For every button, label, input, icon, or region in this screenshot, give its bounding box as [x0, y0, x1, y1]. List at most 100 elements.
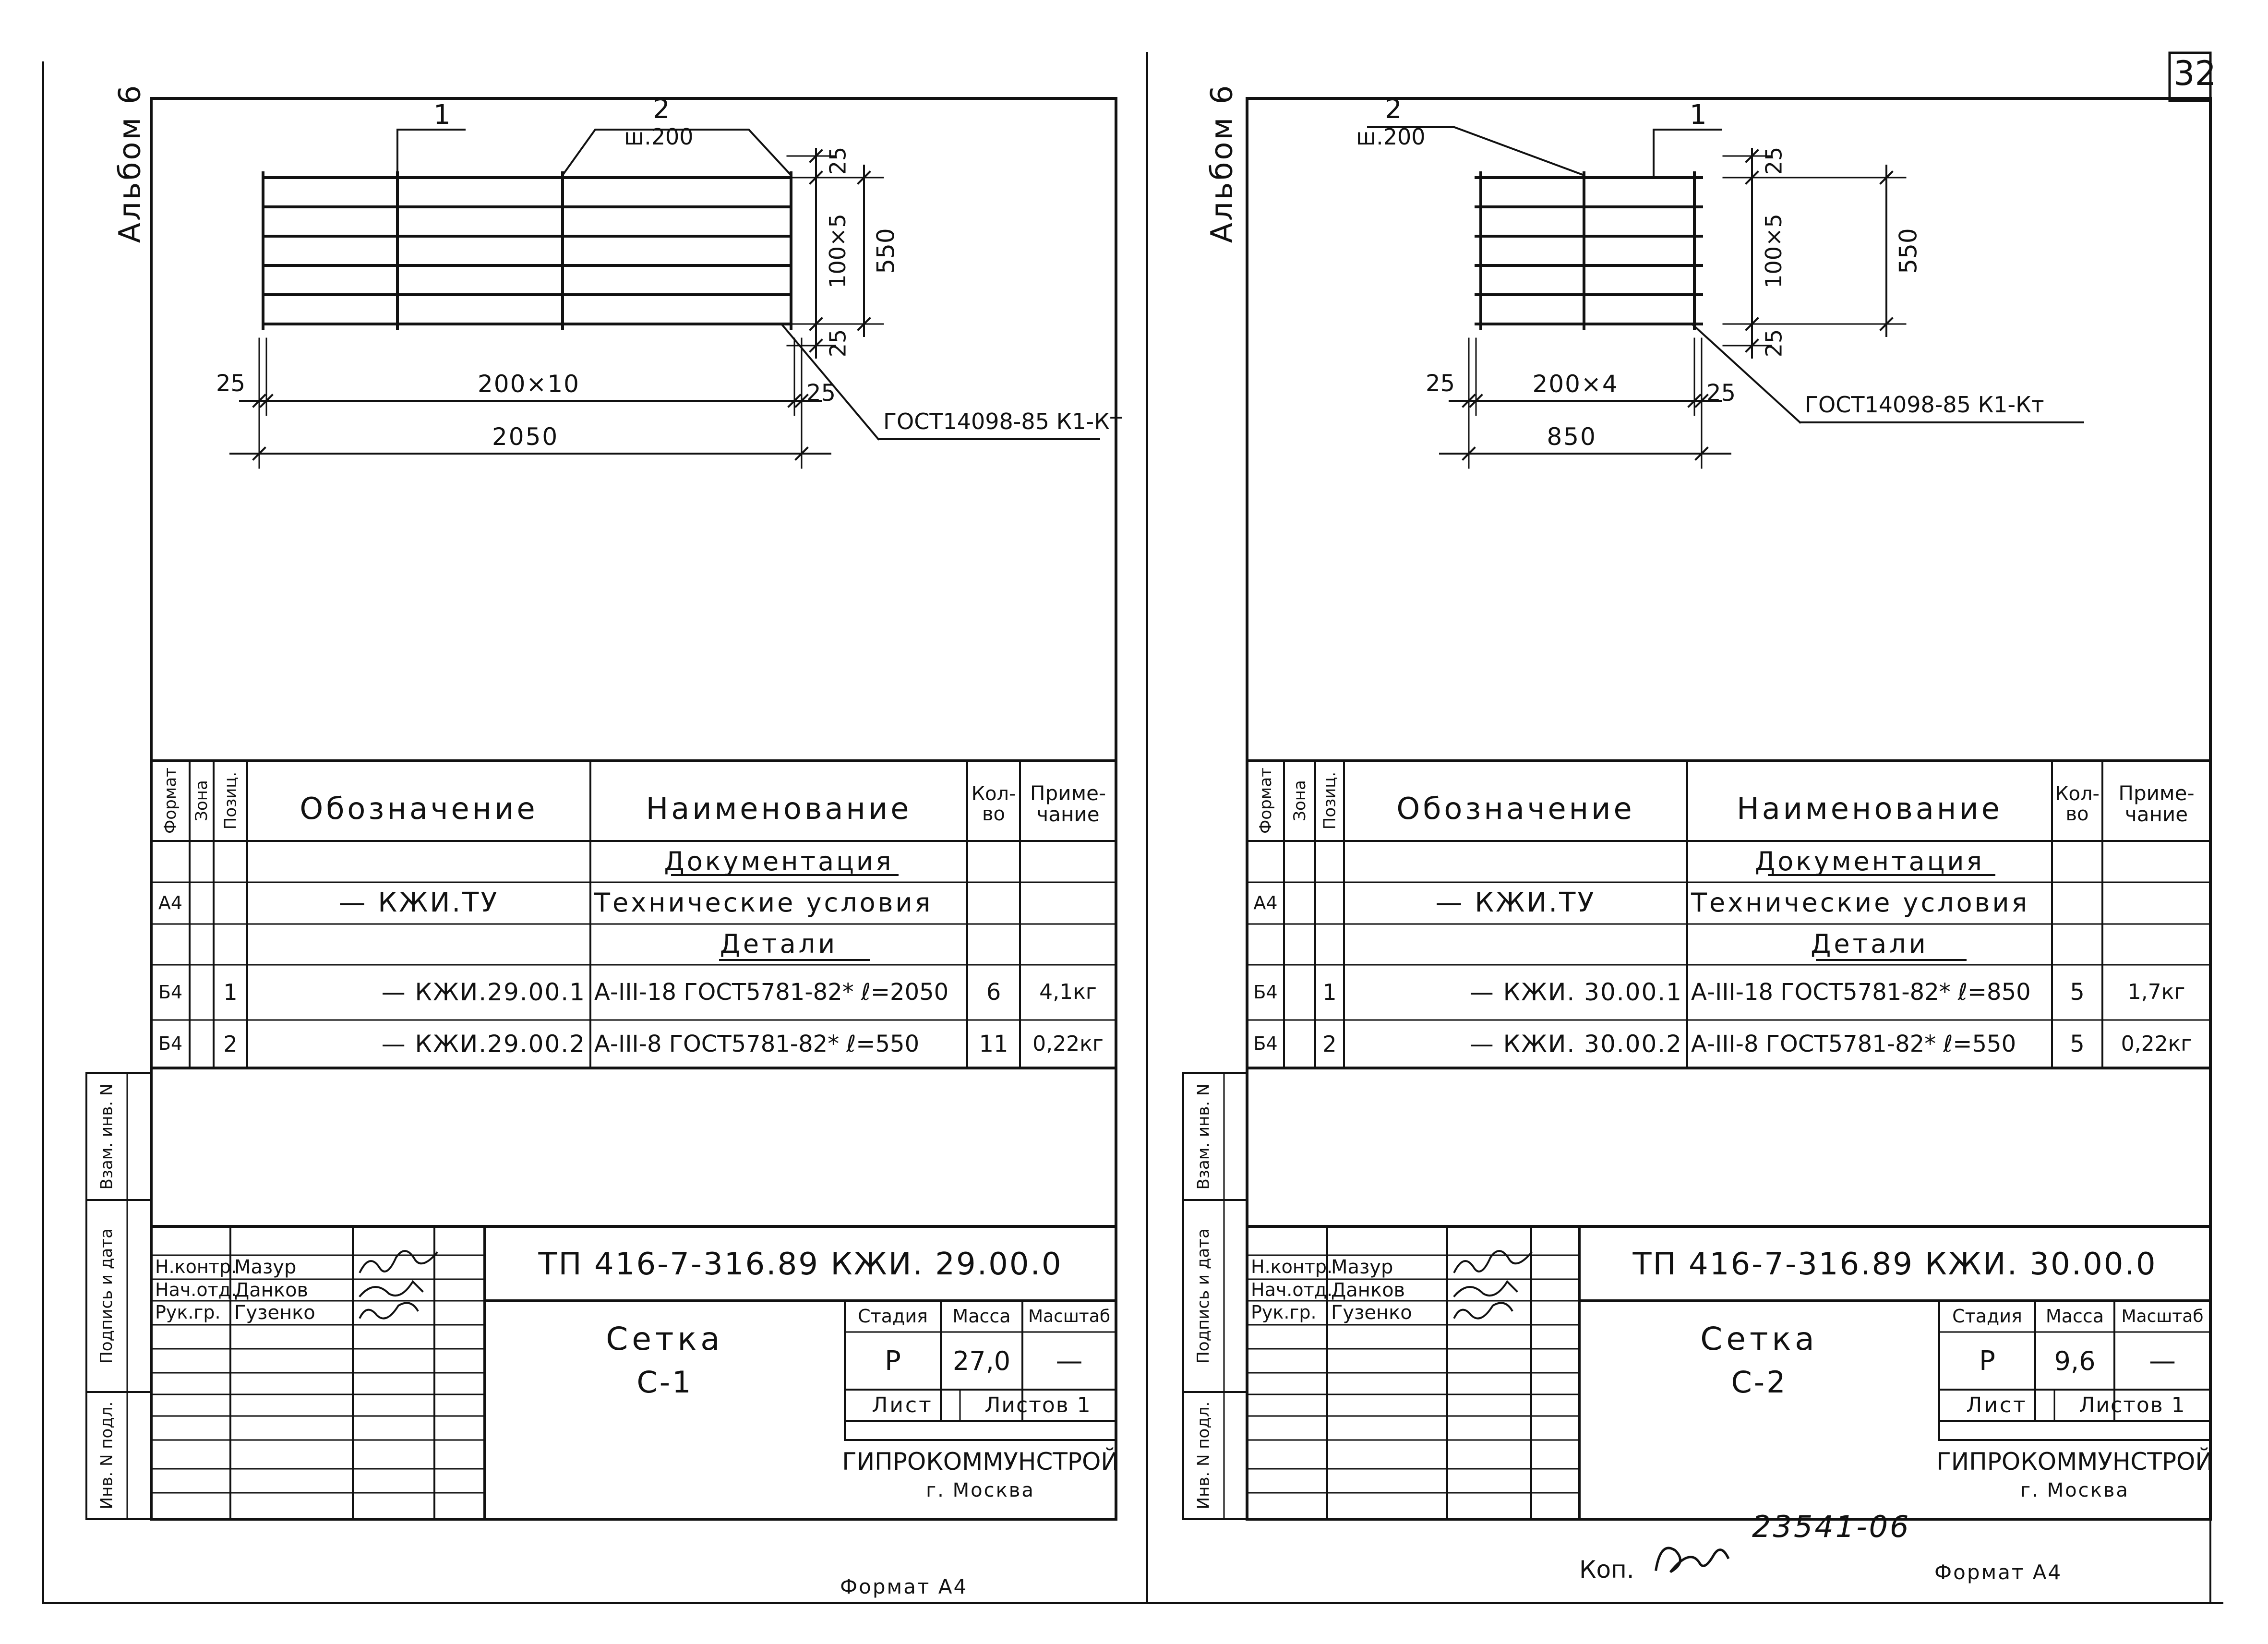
inventory-number: 23541-06 [1752, 1509, 1911, 1544]
sheet_right-city: г. Москва [2020, 1479, 2129, 1501]
sheet_right-row-1-kol: 5 [2070, 979, 2085, 1006]
sheet_right-lbl-n-kontr: Н.контр. [1251, 1256, 1333, 1278]
sheet_left-row-1-pos: 1 [223, 979, 238, 1006]
sheet_left-lbl-list: Лист [872, 1392, 933, 1417]
sheet_left-lbl-ruk-gr: Рук.гр. [155, 1302, 221, 1323]
sheet_right-lbl-listov: Листов 1 [2079, 1392, 2186, 1417]
sheet_right-title-mark: С-2 [1731, 1365, 1788, 1400]
sheet_left-row-1-oboz: — КЖИ.29.00.1 [381, 978, 586, 1007]
sheet_left-weld-gost: ГОСТ14098-85 К1-Кт [883, 408, 1123, 434]
sheet_right-row-1-oboz: — КЖИ. 30.00.1 [1469, 978, 1682, 1007]
sheet_right-row-2-pos: 2 [1322, 1031, 1337, 1057]
sheet_left-lbl-listov: Листов 1 [984, 1392, 1092, 1417]
sheet_right-side-vzam: Взам. инв. N [1193, 1083, 1213, 1190]
sheet_left-row-2-name: А-III-8 ГОСТ5781-82* ℓ=550 [594, 1030, 920, 1057]
sheet_right-dim-mid: 100×5 [1760, 213, 1787, 288]
sheet_left-hdr-primechanie: Приме-чание [1030, 781, 1106, 826]
sheet_left-dim-mid: 100×5 [824, 213, 851, 288]
sheet_left-hdr-zona: Зона [192, 780, 211, 821]
sheet_left-hdr-pozits: Позиц. [220, 771, 240, 830]
sheet_left-row-2-pos: 2 [223, 1031, 238, 1057]
sheet_right-lbl-list: Лист [1966, 1392, 2028, 1417]
sheet_right-section-docs: Документация [1755, 846, 1984, 876]
sheet_right-dim-height: 550 [1894, 228, 1922, 274]
sheet_right-stage: Р [1979, 1345, 1995, 1377]
sheet_right-lbl-masshtab: Масштаб [2121, 1307, 2204, 1327]
sheet_left-pos-2: 2 [653, 94, 670, 125]
sheet_right-hdr-naimenovanie: Наименование [1737, 791, 2003, 827]
sheet_right-row-2-prim: 0,22кг [2121, 1031, 2192, 1056]
sheet_left-dim-top: 25 [824, 146, 851, 175]
sheet_right-row-2-oboz: — КЖИ. 30.00.2 [1469, 1030, 1682, 1058]
sheet_right-doc-oboz: — КЖИ.ТУ [1435, 887, 1596, 919]
sheet_left-row-1-format: Б4 [158, 981, 183, 1003]
sheet_left-dim-right: 25 [806, 380, 836, 407]
sheet_left-lbl-nach-otd: Нач.отд. [155, 1279, 237, 1300]
sheet_right-doc-name: Технические условия [1691, 888, 2030, 918]
sheet_left-lbl-massa: Масса [952, 1306, 1011, 1327]
sheet_right-dim-span: 200×4 [1532, 370, 1619, 398]
sheet_left-row-2-oboz: — КЖИ.29.00.2 [381, 1030, 586, 1058]
sheet_right-row-2-kol: 5 [2070, 1030, 2085, 1057]
sheet_left-lbl-stadiya: Стадия [858, 1306, 928, 1327]
sheet_right-doc-code: ТП 416-7-316.89 КЖИ. 30.00.0 [1632, 1247, 2157, 1283]
sheet_right-hdr-zona: Зона [1290, 780, 1309, 821]
sheet_right-row-1-pos: 1 [1322, 979, 1337, 1006]
page-number: 32 [2173, 54, 2217, 93]
sheet_left-doc-oboz: — КЖИ.ТУ [338, 887, 499, 919]
sheet_left-weld-step: ш.200 [624, 124, 694, 150]
sheet_right-hdr-kolvo: Кол-во [2055, 783, 2100, 825]
sheet_right-dim-right: 25 [1706, 380, 1736, 407]
sheet_left-hdr-kolvo: Кол-во [971, 783, 1016, 825]
sheet_left-side-podpis: Подпись и дата [96, 1228, 116, 1364]
sheet_left-lbl-masshtab: Масштаб [1028, 1307, 1111, 1327]
sheet_left-org: ГИПРОКОММУНСТРОЙ [842, 1447, 1119, 1476]
sheet_left-dim-span: 200×10 [478, 370, 580, 398]
sheet_right-dim-top: 25 [1760, 146, 1787, 175]
sheet_right-lbl-massa: Масса [2045, 1306, 2104, 1327]
sheet_left-side-vzam: Взам. инв. N [96, 1083, 116, 1190]
sheet_right-dim-total: 850 [1547, 423, 1597, 451]
sheet_left-dim-bot: 25 [824, 329, 851, 358]
sheet_right-row-2-name: А-III-8 ГОСТ5781-82* ℓ=550 [1691, 1030, 2016, 1057]
sheet_right-hdr-primechanie: Приме-чание [2118, 781, 2195, 826]
copy-note: Коп. [1579, 1556, 1634, 1584]
sheet_right-person-nach-otd: Данков [1331, 1279, 1405, 1301]
sheet_right-lbl-ruk-gr: Рук.гр. [1251, 1302, 1317, 1323]
sheet_left-person-n-kontr: Мазур [234, 1256, 297, 1278]
sheet_right-mass: 9,6 [2054, 1345, 2096, 1376]
sheet_right-hdr-format: Формат [1256, 768, 1275, 834]
sheet_left-dim-left: 25 [216, 370, 246, 397]
sheet_left-hdr-naimenovanie: Наименование [646, 791, 912, 827]
sheet_left-doc-format: А4 [158, 892, 183, 913]
sheet_right-hdr-pozits: Позиц. [1320, 771, 1339, 830]
sheet_left-dim-total: 2050 [492, 423, 559, 451]
sheet_left-row-2-kol: 11 [979, 1030, 1008, 1057]
sheet_right-row-1-name: А-III-18 ГОСТ5781-82* ℓ=850 [1691, 979, 2031, 1006]
sheet_right-weld-step: ш.200 [1356, 124, 1426, 150]
sheet_left-row-1-kol: 6 [986, 979, 1001, 1006]
sheet_left-section-docs: Документация [664, 846, 894, 876]
sheet_left-section-parts: Детали [720, 929, 838, 960]
sheet_left-hdr-format: Формат [160, 768, 180, 834]
sheet_right-hdr-oboznachenie: Обозначение [1396, 791, 1635, 827]
format-right: Формат А4 [1934, 1560, 2063, 1584]
sheet_right-row-1-prim: 1,7кг [2127, 980, 2185, 1005]
format-left: Формат А4 [840, 1575, 968, 1598]
sheet_left-side-inv-podl: Инв. N подл. [96, 1401, 116, 1510]
sheet_right-scale: — [2149, 1345, 2176, 1377]
sheet_right-row-2-format: Б4 [1253, 1033, 1278, 1055]
sheet_left-dim-height: 550 [872, 228, 900, 274]
sheet_right-org: ГИПРОКОММУНСТРОЙ [1936, 1447, 2213, 1476]
sheet_right-doc-format: А4 [1253, 892, 1278, 913]
sheet_right-pos-2: 2 [1385, 94, 1402, 125]
sheet_right-person-ruk-gr: Гузенко [1331, 1302, 1412, 1324]
sheet_left-stage: Р [885, 1345, 901, 1377]
sheet_left-doc-code: ТП 416-7-316.89 КЖИ. 29.00.0 [538, 1247, 1063, 1283]
sheet_left-row-2-format: Б4 [158, 1033, 183, 1055]
sheet_right-weld-gost: ГОСТ14098-85 К1-Кт [1805, 392, 2044, 418]
sheet_left-hdr-oboznachenie: Обозначение [300, 791, 538, 827]
sheet_left-lbl-n-kontr: Н.контр. [155, 1256, 237, 1278]
